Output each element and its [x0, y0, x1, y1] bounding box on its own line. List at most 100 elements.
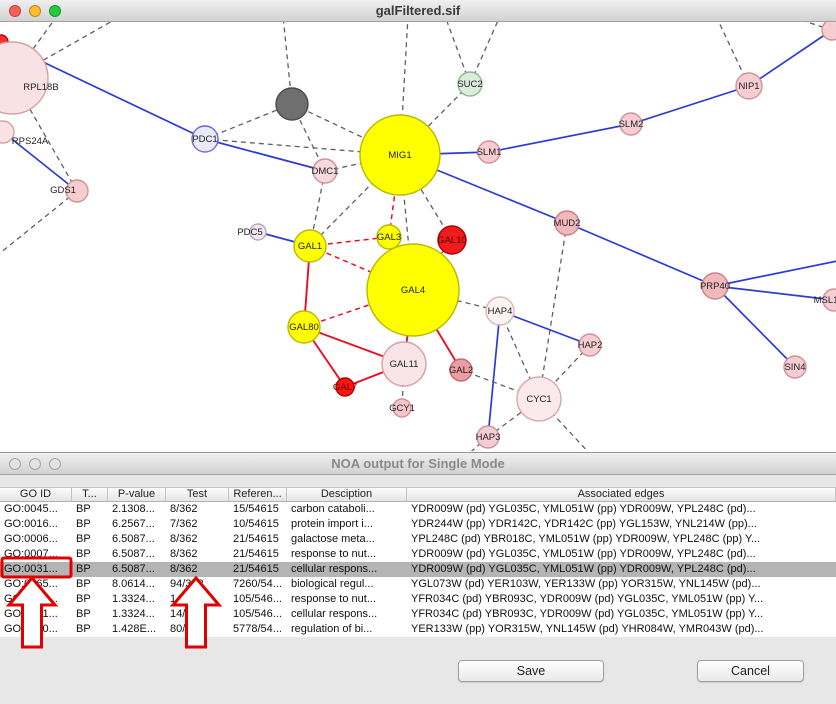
- network-edge[interactable]: [748, 29, 833, 87]
- network-node-rps24a[interactable]: [0, 120, 15, 144]
- network-edge[interactable]: [204, 103, 293, 140]
- zoom-button[interactable]: [49, 458, 61, 470]
- table-cell: 8/362: [170, 533, 198, 545]
- network-edge[interactable]: [488, 123, 632, 153]
- network-node-rpl18b[interactable]: [0, 41, 49, 115]
- table-cell: BP: [76, 608, 91, 620]
- network-node-hap3[interactable]: [476, 425, 500, 449]
- network-edge[interactable]: [303, 289, 414, 328]
- noa-window-titlebar[interactable]: NOA output for Single Mode: [0, 453, 836, 475]
- network-node-dmc1[interactable]: [312, 158, 338, 184]
- table-cell: YFR034C (pd) YBR093C, YDR009W (pd) YGL03…: [411, 608, 764, 620]
- table-cell: BP: [76, 548, 91, 560]
- network-edge[interactable]: [2, 131, 78, 192]
- node-label-gds1: GDS1: [50, 185, 76, 196]
- network-edge[interactable]: [499, 310, 540, 400]
- close-button[interactable]: [9, 458, 21, 470]
- network-edge[interactable]: [388, 154, 401, 238]
- network-node-nip1[interactable]: [735, 72, 763, 100]
- window-controls: [9, 5, 61, 17]
- network-edge[interactable]: [499, 310, 591, 346]
- network-node-hap4[interactable]: [485, 296, 515, 326]
- network-edge[interactable]: [538, 222, 568, 400]
- network-node-gal3[interactable]: [376, 224, 402, 250]
- network-node-cyc1[interactable]: [516, 376, 562, 422]
- cancel-button[interactable]: Cancel: [697, 660, 804, 682]
- network-edge[interactable]: [538, 344, 591, 400]
- network-node-slm2[interactable]: [619, 112, 643, 136]
- zoom-button[interactable]: [49, 5, 61, 17]
- node-label-gal3: GAL3: [377, 232, 401, 243]
- close-button[interactable]: [9, 5, 21, 17]
- network-edge[interactable]: [204, 138, 326, 172]
- network-node-mud2[interactable]: [554, 210, 580, 236]
- column-header-goid[interactable]: GO ID: [0, 488, 72, 501]
- network-node-pdc5[interactable]: [249, 223, 267, 241]
- table-cell: 1.428E...: [112, 623, 157, 635]
- table-cell: 21/54615: [233, 548, 279, 560]
- table-cell: 15/54615: [233, 503, 279, 515]
- save-button[interactable]: Save: [458, 660, 604, 682]
- network-edge[interactable]: [412, 289, 501, 312]
- network-node-msl1[interactable]: [822, 288, 836, 312]
- network-window-titlebar[interactable]: galFiltered.sif: [0, 0, 836, 22]
- network-edge[interactable]: [566, 222, 716, 287]
- network-node-tr-node[interactable]: [821, 19, 836, 41]
- network-node-sin4[interactable]: [783, 355, 807, 379]
- network-canvas[interactable]: RPL18BRPS24AGDS1PDC1MIG1SUC2SLM1SLM2NIP1…: [0, 15, 836, 457]
- column-header-test[interactable]: Test: [166, 488, 229, 501]
- table-cell: 21/54615: [233, 533, 279, 545]
- network-node-prp40[interactable]: [701, 272, 729, 300]
- network-node-gal4[interactable]: [366, 243, 460, 337]
- table-cell: GO:0007...: [4, 593, 58, 605]
- network-edge[interactable]: [0, 190, 78, 258]
- node-label-nip1: NIP1: [738, 81, 759, 92]
- network-node-grayn[interactable]: [275, 87, 309, 121]
- network-edge[interactable]: [282, 15, 293, 105]
- node-label-gal7: GAL7: [333, 382, 357, 393]
- table-cell: GO:0031...: [4, 563, 58, 575]
- column-header-desciption[interactable]: Desciption: [287, 488, 407, 501]
- column-header-referen[interactable]: Referen...: [229, 488, 287, 501]
- network-node-slm1[interactable]: [477, 140, 501, 164]
- network-edge[interactable]: [487, 310, 501, 438]
- network-node-gal1[interactable]: [293, 229, 327, 263]
- node-label-dmc1: DMC1: [312, 166, 339, 177]
- network-node-mig1[interactable]: [359, 114, 441, 196]
- network-node-pdc1[interactable]: [191, 125, 219, 153]
- network-edge[interactable]: [714, 285, 796, 368]
- network-node-hap2[interactable]: [578, 333, 602, 357]
- node-label-hap2: HAP2: [578, 340, 603, 351]
- minimize-button[interactable]: [29, 458, 41, 470]
- column-header-pvalue[interactable]: P-value: [108, 488, 166, 501]
- column-header-t[interactable]: T...: [72, 488, 108, 501]
- network-edge[interactable]: [714, 260, 836, 287]
- network-node-gal7[interactable]: [335, 377, 355, 397]
- network-node-gal80[interactable]: [287, 310, 321, 344]
- network-edge[interactable]: [714, 285, 835, 301]
- network-edge[interactable]: [630, 85, 750, 125]
- table-cell: regulation of bi...: [291, 623, 373, 635]
- node-label-rps24a: RPS24A: [12, 136, 49, 147]
- minimize-button[interactable]: [29, 5, 41, 17]
- column-header-associatededges[interactable]: Associated edges: [407, 488, 836, 501]
- network-node-gcy1[interactable]: [392, 398, 412, 418]
- node-label-slm1: SLM1: [477, 147, 502, 158]
- network-node-gal2[interactable]: [449, 358, 473, 382]
- node-label-sin4: SIN4: [784, 362, 805, 373]
- network-node-suc2[interactable]: [457, 71, 483, 97]
- network-node-gal10[interactable]: [437, 225, 467, 255]
- network-node-gal11[interactable]: [381, 341, 427, 387]
- node-label-pdc1: PDC1: [192, 134, 217, 145]
- network-node-gds1[interactable]: [65, 179, 89, 203]
